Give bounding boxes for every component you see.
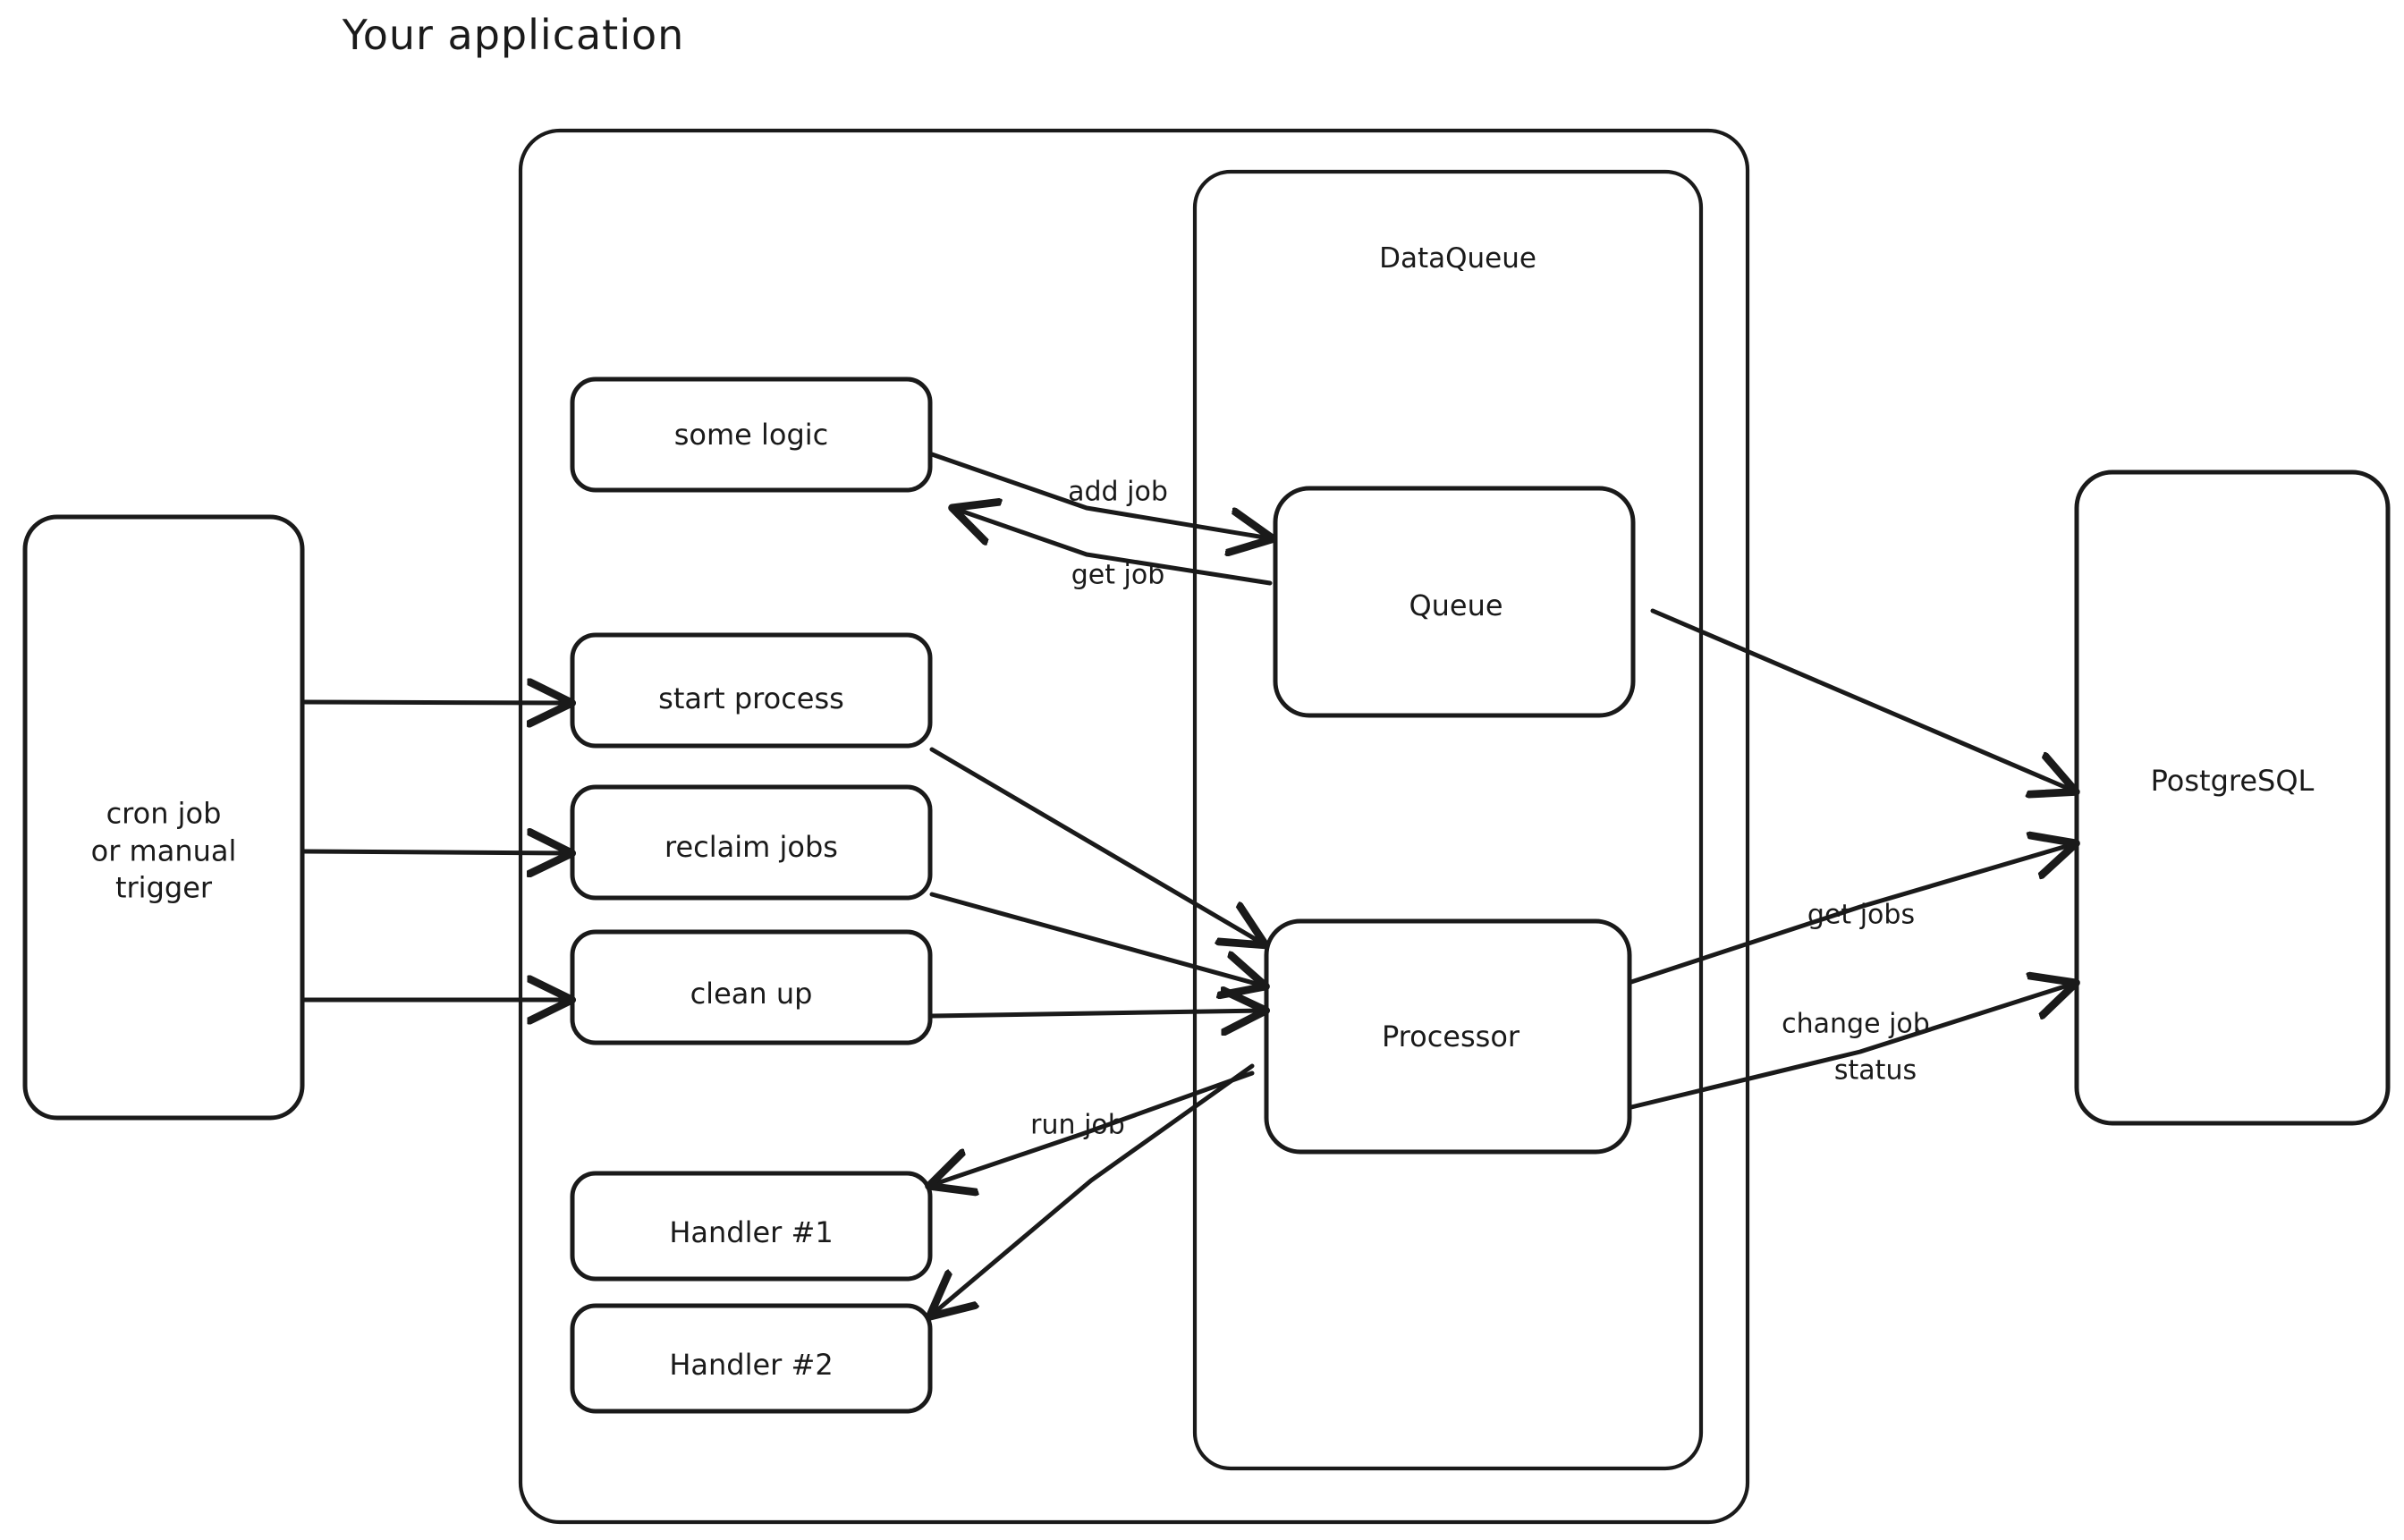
edge-reclaim-to-processor bbox=[929, 892, 1263, 986]
node-postgres-shape bbox=[2074, 470, 2391, 1126]
node-queue-shape bbox=[1273, 486, 1636, 718]
edge-get-jobs bbox=[1629, 844, 2073, 985]
app-container bbox=[518, 128, 1750, 1525]
edge-run-job-handler1 bbox=[932, 1070, 1255, 1185]
dataqueue-container bbox=[1192, 169, 1704, 1471]
node-cron-shape bbox=[22, 514, 305, 1121]
edge-cron-to-reclaim bbox=[300, 851, 569, 853]
edge-cron-to-start bbox=[300, 702, 569, 703]
edge-queue-to-postgres bbox=[1650, 608, 2073, 791]
edge-run-job-handler2 bbox=[932, 1063, 1255, 1315]
edge-cleanup-to-processor bbox=[929, 1011, 1263, 1016]
node-cleanup-shape bbox=[570, 929, 933, 1045]
edge-start-to-processor bbox=[929, 747, 1263, 943]
edge-add-job bbox=[929, 452, 1270, 538]
node-start-shape bbox=[570, 632, 933, 749]
node-processor-shape bbox=[1264, 918, 1632, 1155]
node-handler1-shape bbox=[570, 1171, 933, 1282]
node-handler2-shape bbox=[570, 1303, 933, 1414]
edge-change-job-status bbox=[1629, 984, 2073, 1110]
edge-get-job bbox=[955, 509, 1273, 586]
node-somelogic-shape bbox=[570, 377, 933, 493]
node-reclaim-shape bbox=[570, 784, 933, 901]
